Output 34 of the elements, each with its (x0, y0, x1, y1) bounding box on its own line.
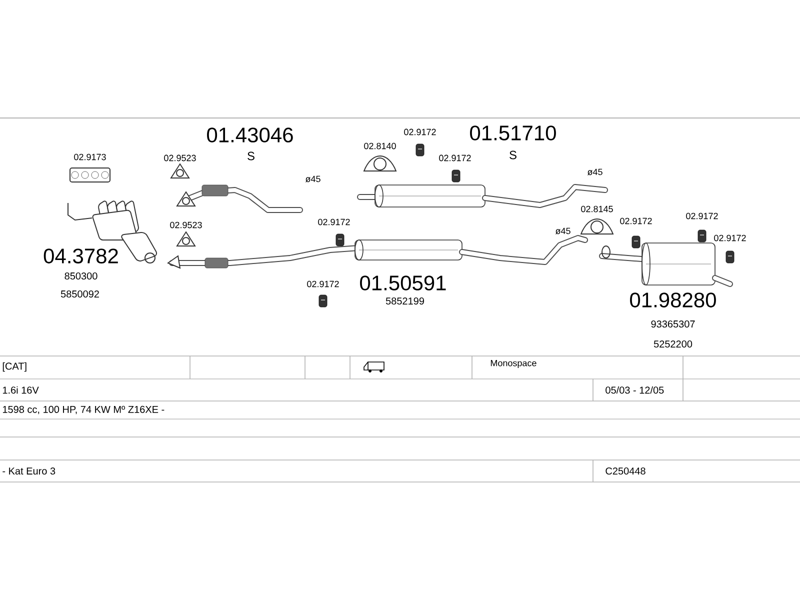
part-number: 01.43046 (207, 128, 293, 142)
table-cell: Monospace (490, 360, 536, 368)
part-note: S (248, 152, 254, 160)
part-number: 02.9523 (170, 222, 202, 228)
table-cell: [CAT] (2, 362, 26, 372)
diameter-label: ø45 (305, 176, 320, 182)
part-number: 02.9172 (714, 234, 746, 242)
diameter-label: ø45 (555, 228, 570, 234)
part-number: 02.9172 (404, 128, 436, 136)
reference-number: 5852199 (386, 297, 424, 305)
part-number: 01.51710 (470, 126, 556, 140)
table-cell: 05/03 - 12/05 (606, 386, 664, 394)
table-cell: - Kat Euro 3 (2, 467, 56, 475)
table-cell: 1.6i 16V (2, 386, 39, 394)
diameter-label: ø45 (587, 168, 602, 176)
part-number: 02.8140 (364, 142, 396, 150)
part-number: 02.9172 (620, 218, 652, 224)
reference-number: 850300 (64, 272, 98, 280)
part-number: 02.9173 (74, 154, 106, 160)
part-number: 02.8145 (581, 206, 613, 212)
reference-number: 5850092 (60, 290, 99, 298)
reference-number: 5252200 (654, 340, 692, 348)
part-number: 01.50591 (360, 276, 446, 290)
part-number: 02.9172 (318, 218, 350, 226)
part-note: S (510, 150, 516, 160)
reference-number: 93365307 (651, 320, 695, 328)
table-cell: 1598 cc, 100 HP, 74 KW Mº Z16XE - (2, 406, 164, 414)
part-number: 02.9172 (686, 212, 718, 220)
part-number: 04.3782 (44, 248, 118, 264)
part-number: 02.9523 (164, 154, 196, 162)
part-number: 02.9172 (307, 280, 339, 288)
part-number: 01.98280 (630, 292, 716, 308)
part-number: 02.9172 (439, 154, 471, 162)
table-cell: C250448 (606, 467, 646, 475)
